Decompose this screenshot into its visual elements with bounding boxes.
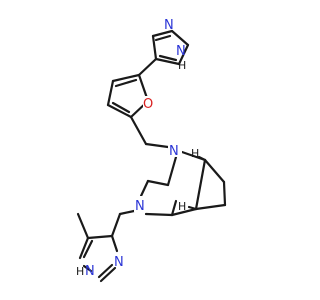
bond bbox=[82, 264, 93, 273]
bond bbox=[144, 142, 170, 149]
atom-n-imidazole-top: N bbox=[114, 255, 124, 270]
bond bbox=[78, 236, 90, 260]
label-mask bbox=[168, 142, 182, 157]
atom-o-furan: O bbox=[143, 97, 153, 112]
bond bbox=[139, 179, 150, 198]
pyrazole-ring bbox=[151, 29, 190, 66]
atom-n-pyrazole-upper: N bbox=[164, 18, 174, 33]
bond bbox=[177, 43, 190, 66]
bond bbox=[154, 57, 181, 66]
bond bbox=[151, 29, 174, 38]
bond bbox=[86, 234, 114, 240]
atom-h-bridgehead-upper: H bbox=[191, 147, 199, 160]
molecule-canvas: N N H O N H N H N N H bbox=[76, 18, 227, 283]
atom-n-bicyclic-upper: N bbox=[169, 144, 179, 159]
atom-h-imidazole: H bbox=[76, 265, 84, 278]
bond bbox=[197, 155, 207, 162]
bond bbox=[129, 115, 148, 146]
bond bbox=[203, 158, 226, 184]
bond-double bbox=[111, 101, 131, 114]
bond bbox=[222, 180, 227, 207]
structure-diagram: N N H O N H N H N N H bbox=[76, 18, 227, 283]
bond bbox=[106, 103, 133, 119]
atom-n-imidazole-bottom: N bbox=[85, 264, 95, 279]
atom-n-pyrazole-lower: N bbox=[176, 44, 186, 59]
bond bbox=[118, 209, 136, 216]
bond bbox=[170, 29, 190, 47]
bond bbox=[146, 179, 170, 187]
imidazole-ring bbox=[78, 234, 119, 283]
atom-h-bridgehead-lower: H bbox=[178, 200, 186, 213]
bond bbox=[110, 212, 122, 238]
label-mask bbox=[143, 96, 155, 110]
methyl-bond bbox=[76, 212, 90, 240]
bond bbox=[187, 205, 198, 211]
atom-n-bicyclic-lower: N bbox=[135, 199, 145, 214]
bond bbox=[170, 199, 178, 217]
bond bbox=[137, 57, 158, 77]
atom-labels: N N H O N H N H N N H bbox=[76, 18, 199, 279]
bond-double bbox=[82, 239, 94, 259]
bond bbox=[170, 207, 198, 217]
bond bbox=[166, 155, 178, 187]
bicyclic-core bbox=[139, 150, 227, 217]
bond bbox=[99, 266, 117, 283]
bond-double bbox=[158, 54, 178, 62]
bond-double bbox=[114, 78, 138, 88]
label-mask bbox=[134, 196, 148, 212]
bond bbox=[144, 212, 174, 217]
bond bbox=[110, 234, 119, 253]
bond-double bbox=[154, 34, 172, 42]
bond bbox=[194, 158, 207, 211]
bond bbox=[111, 73, 141, 83]
bond bbox=[194, 203, 227, 211]
furan-ring bbox=[106, 73, 150, 119]
bond bbox=[151, 34, 158, 61]
bond-double bbox=[97, 263, 114, 279]
bond bbox=[106, 79, 115, 107]
atom-h-pyrazole: H bbox=[178, 59, 186, 72]
